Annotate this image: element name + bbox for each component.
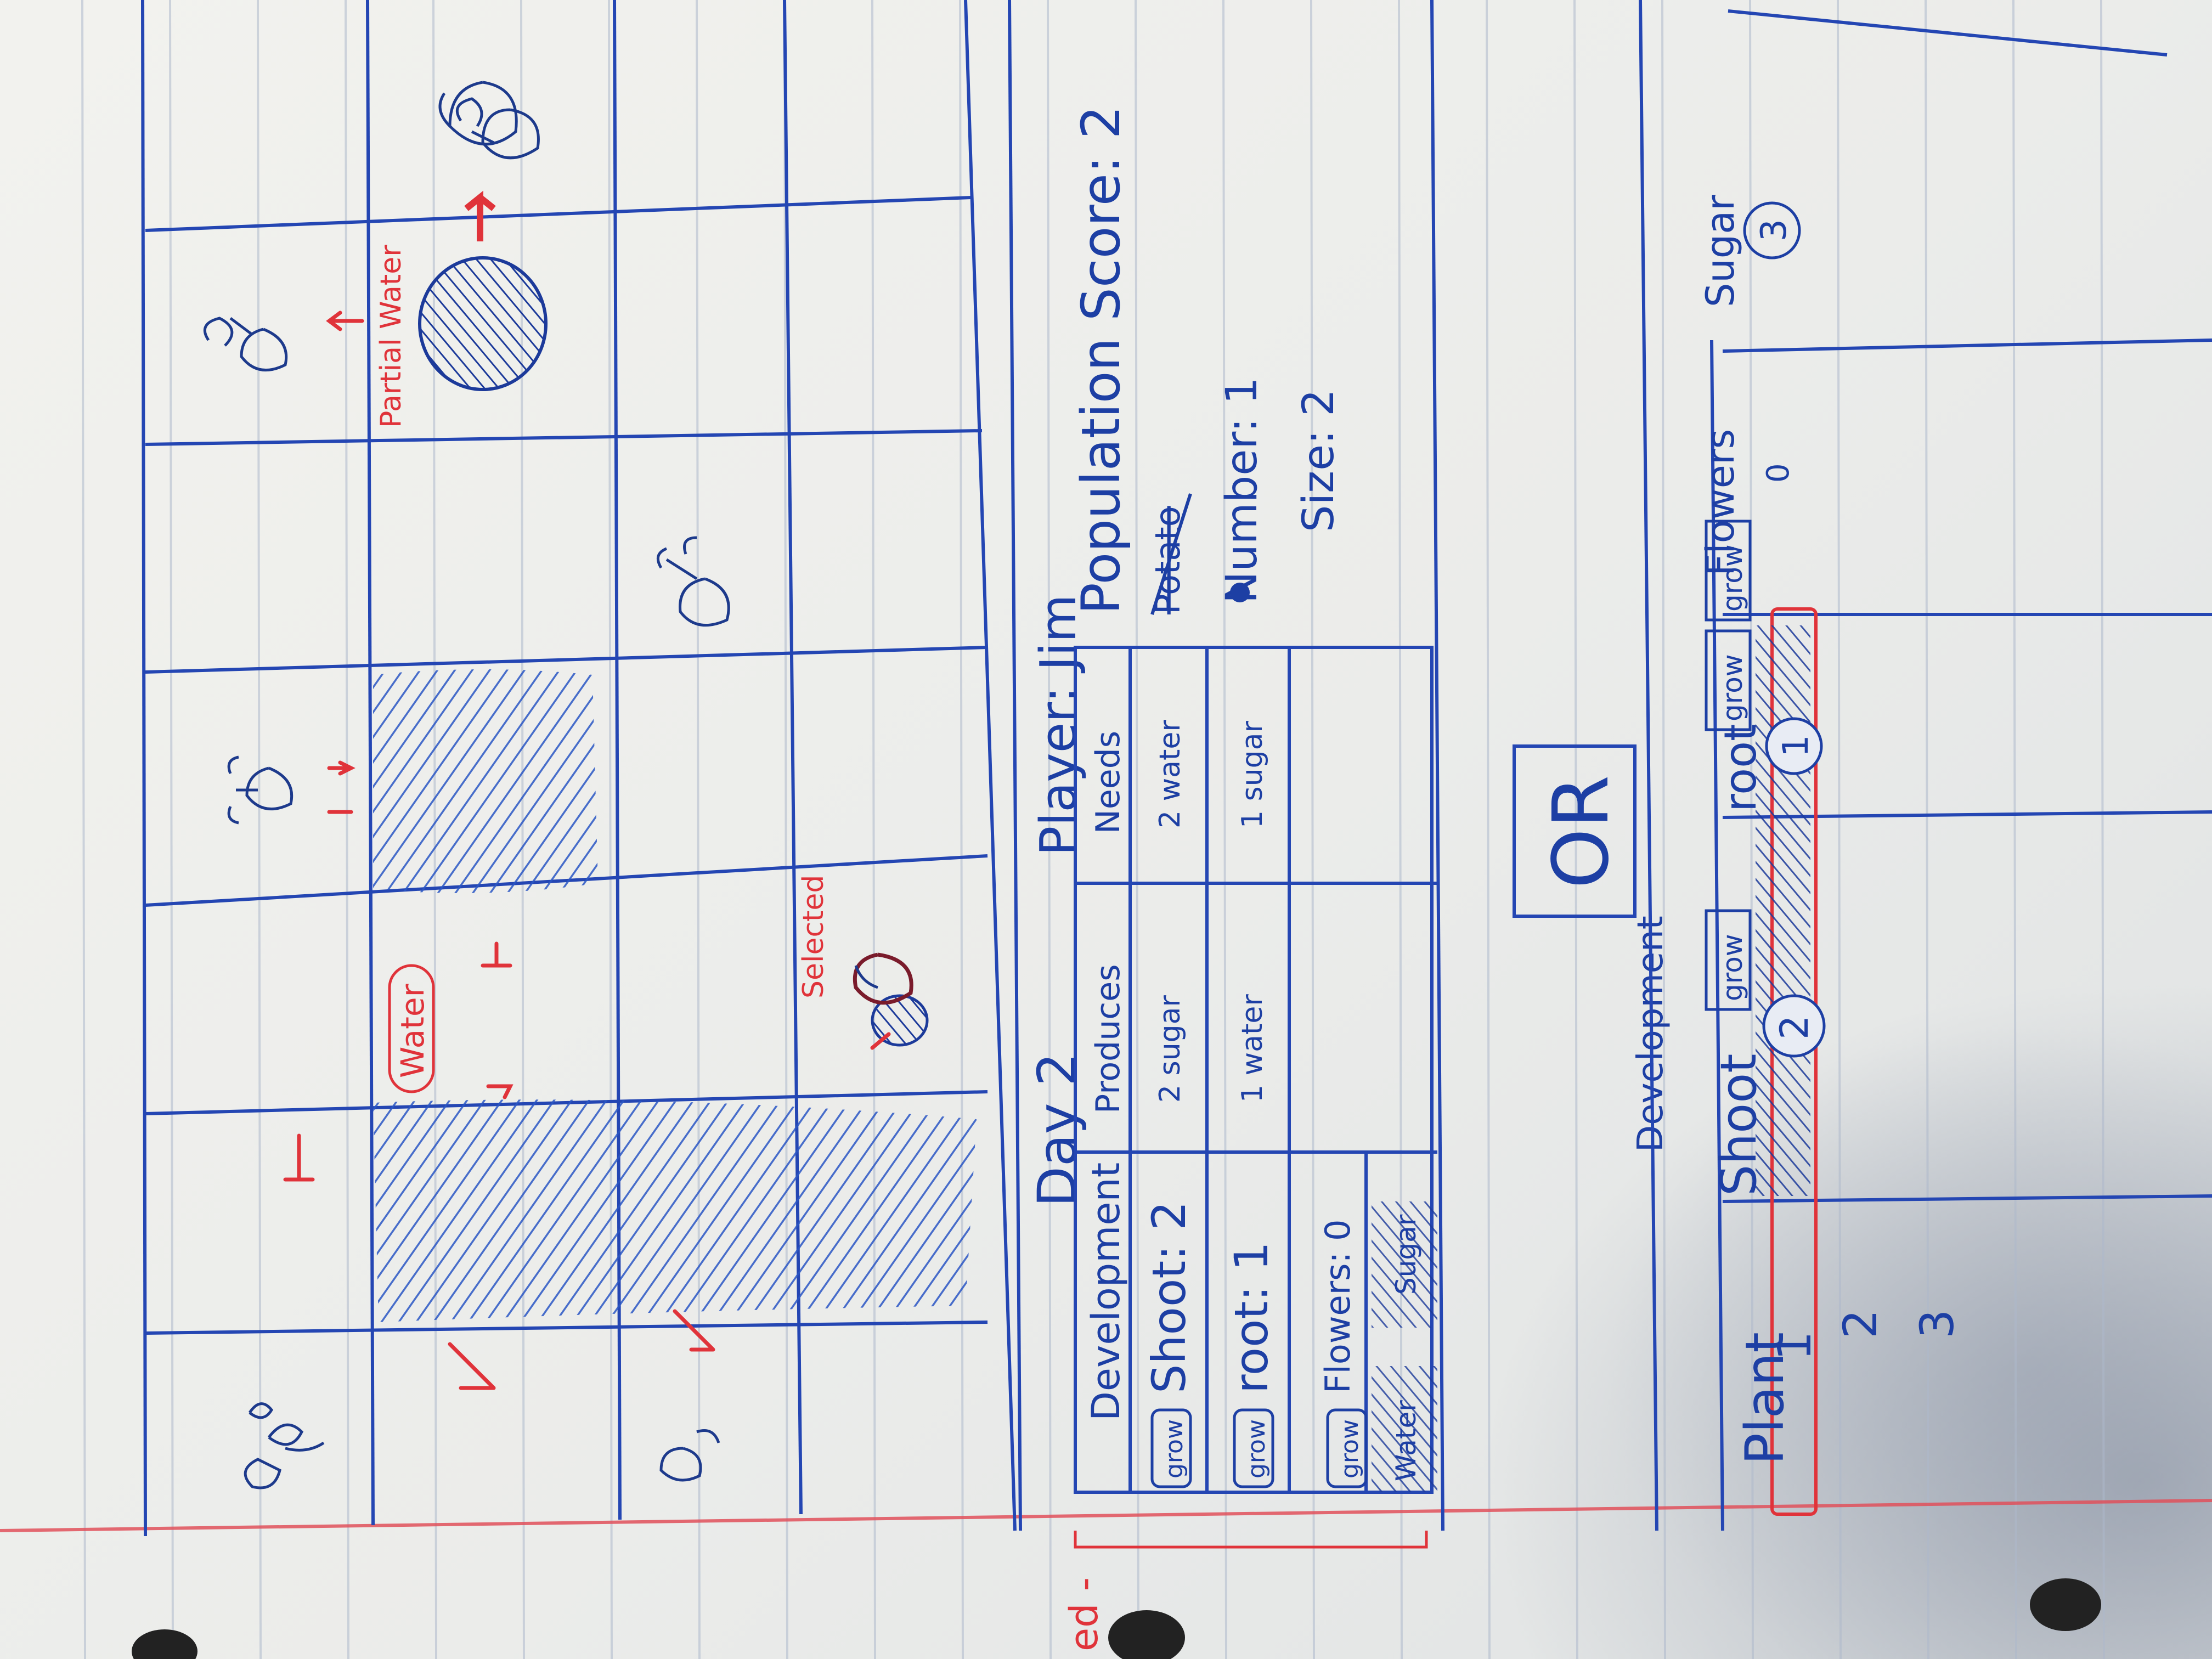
alt-grow-flowers-button[interactable]: grow bbox=[1705, 520, 1752, 622]
alt-header-sugar: Sugar bbox=[1698, 195, 1743, 307]
svg-text:grow: grow bbox=[1243, 1419, 1271, 1479]
partial-water-label: Partial Water bbox=[375, 245, 408, 428]
grow-shoot-button[interactable]: grow bbox=[1150, 1408, 1192, 1488]
plant-doodles bbox=[203, 97, 913, 1489]
header-needs: Needs bbox=[1089, 731, 1127, 834]
row-needs: 2 water bbox=[1154, 720, 1187, 828]
plant-sprout-icon bbox=[227, 755, 294, 825]
alternative-development-table: Development Plant Shoot root Flowers Sug… bbox=[1630, 0, 2212, 1531]
row-label-root: root: 1 bbox=[1224, 1242, 1278, 1393]
svg-text:grow: grow bbox=[1336, 1419, 1364, 1479]
grow-flowers-button[interactable]: grow bbox=[1326, 1408, 1368, 1488]
selected-label: Selected bbox=[797, 875, 830, 998]
population-size: Size: 2 bbox=[1294, 389, 1344, 532]
alt-header-root: root bbox=[1715, 724, 1766, 812]
partial-water-arrow bbox=[464, 190, 496, 241]
player-label: Player: Jim bbox=[1030, 594, 1087, 856]
water-resource-label: Water bbox=[1390, 1400, 1422, 1481]
board-shading bbox=[373, 256, 977, 1322]
table-row: 1 2 1 0 3 bbox=[1743, 201, 1826, 1361]
plant-sprout-icon bbox=[659, 1429, 720, 1482]
plant-selected-icon bbox=[853, 952, 913, 1005]
population-title: Population Score: 2 bbox=[1070, 105, 1132, 614]
row-label-flowers: Flowers: 0 bbox=[1318, 1219, 1358, 1393]
svg-text:grow: grow bbox=[1717, 654, 1748, 721]
water-label: Water bbox=[394, 984, 431, 1078]
table-row: 3 bbox=[1910, 1310, 1964, 1339]
alt-plant-number: 1 bbox=[1768, 1331, 1821, 1361]
bullet-icon bbox=[1230, 583, 1250, 602]
water-label-frame bbox=[388, 964, 435, 1093]
alt-grow-shoot-button[interactable]: grow bbox=[1705, 909, 1752, 1011]
alt-shoot-value: 2 bbox=[1772, 1015, 1817, 1040]
water-resource-bar bbox=[1372, 1366, 1437, 1492]
sugar-resource-label: Sugar bbox=[1390, 1214, 1422, 1295]
header-development: Development bbox=[1084, 1163, 1128, 1421]
plant-sprout-icon bbox=[656, 536, 730, 627]
sugar-resource-bar bbox=[1372, 1201, 1437, 1328]
plant-bulb-icon bbox=[438, 81, 518, 146]
population-number: Number: 1 bbox=[1217, 377, 1267, 603]
svg-text:grow: grow bbox=[1717, 934, 1748, 1001]
table-row: 2 bbox=[1833, 1310, 1887, 1339]
row-produces: 2 sugar bbox=[1154, 995, 1187, 1103]
table-row: grow root: 1 1 water 1 sugar bbox=[1224, 720, 1278, 1488]
plant-sprout-icon bbox=[455, 97, 540, 160]
svg-text:OR: OR bbox=[1537, 775, 1626, 889]
alt-plant-number: 3 bbox=[1910, 1310, 1964, 1339]
grow-root-button[interactable]: grow bbox=[1233, 1408, 1274, 1488]
alt-flowers-value: 0 bbox=[1760, 463, 1796, 483]
red-bracket bbox=[1074, 1531, 1428, 1549]
alt-header-shoot: Shoot bbox=[1710, 1053, 1768, 1196]
header-produces: Produces bbox=[1089, 964, 1127, 1114]
player-panel: Day 2 Player: Jim Population Score: 2 Po… bbox=[1008, 0, 1444, 1531]
svg-text:grow: grow bbox=[1160, 1419, 1188, 1479]
svg-text:grow: grow bbox=[1717, 544, 1748, 612]
red-arrows bbox=[283, 311, 891, 1390]
day-label: Day 2 bbox=[1026, 1053, 1088, 1207]
margin-note: ed - bbox=[1062, 1577, 1107, 1651]
binder-holes bbox=[132, 1578, 2101, 1659]
row-label-shoot: Shoot: 2 bbox=[1142, 1201, 1196, 1393]
alt-sugar-value: 3 bbox=[1754, 219, 1795, 241]
plant-sprout-icon bbox=[244, 1402, 325, 1489]
alt-grow-root-button[interactable]: grow bbox=[1705, 629, 1752, 731]
alt-plant-number: 2 bbox=[1833, 1310, 1887, 1339]
or-box: OR bbox=[1513, 744, 1637, 918]
row-produces: 1 water bbox=[1236, 994, 1269, 1103]
table-row: grow Flowers: 0 bbox=[1318, 1219, 1368, 1488]
table-row: grow Shoot: 2 2 sugar 2 water bbox=[1142, 720, 1196, 1488]
alt-root-value: 1 bbox=[1776, 735, 1816, 757]
plant-sprout-icon bbox=[203, 317, 288, 372]
alt-header-plant: Plant bbox=[1734, 1332, 1796, 1465]
margin-line bbox=[0, 1499, 2212, 1532]
row-needs: 1 sugar bbox=[1236, 720, 1269, 828]
